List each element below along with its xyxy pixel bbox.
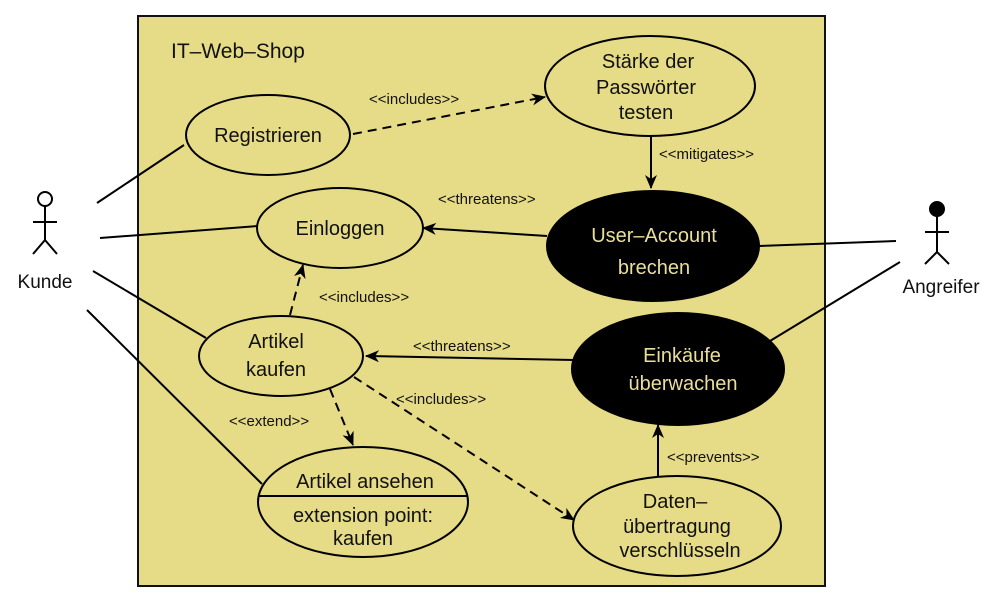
usecase-einkaeufe-line1: Einkäufe bbox=[643, 345, 721, 367]
usecase-daten-verschluesseln[interactable]: Daten– übertragung verschlüsseln bbox=[572, 475, 782, 577]
actor-angreifer-label: Angreifer bbox=[902, 277, 980, 298]
usecase-daten-line1: Daten– bbox=[643, 491, 708, 513]
usecase-artikelkaufen-line2: kaufen bbox=[246, 359, 306, 381]
label-includes-2: <<includes>> bbox=[319, 289, 409, 306]
label-prevents: <<prevents>> bbox=[667, 449, 760, 466]
assoc-kunde-artikelkaufen bbox=[92, 270, 207, 339]
associations bbox=[86, 144, 901, 485]
assoc-kunde-einloggen bbox=[99, 225, 259, 239]
actor-angreifer[interactable]: Angreifer bbox=[902, 201, 980, 298]
attacker-stick-figure-icon bbox=[924, 201, 950, 265]
label-includes-1: <<includes>> bbox=[369, 91, 459, 108]
usecase-useraccount-line2: brechen bbox=[618, 257, 690, 279]
usecase-artikelansehen-label: Artikel ansehen bbox=[296, 471, 434, 493]
usecase-daten-line3: verschlüsseln bbox=[619, 540, 740, 562]
assoc-angreifer-einkaeufe bbox=[769, 261, 901, 342]
actor-kunde[interactable]: Kunde bbox=[18, 191, 73, 293]
usecase-passwort-line1: Stärke der bbox=[602, 51, 695, 73]
relation-includes-registrieren-passwort bbox=[352, 93, 546, 135]
usecase-passwort-line2: Passwörter bbox=[596, 77, 696, 99]
usecase-registrieren[interactable]: Registrieren bbox=[185, 94, 351, 176]
assoc-kunde-registrieren bbox=[96, 144, 185, 204]
usecase-artikel-ansehen[interactable]: Artikel ansehen extension point: kaufen bbox=[257, 446, 469, 558]
usecase-artikelkaufen-line1: Artikel bbox=[248, 331, 304, 353]
usecase-passwort-line3: testen bbox=[619, 102, 673, 124]
usecase-einkaeufe-line2: überwachen bbox=[629, 373, 738, 395]
usecase-daten-line2: übertragung bbox=[623, 516, 731, 538]
stick-figure-icon bbox=[32, 191, 58, 255]
usecase-passwort-testen[interactable]: Stärke der Passwörter testen bbox=[544, 35, 756, 137]
usecase-einloggen[interactable]: Einloggen bbox=[256, 187, 424, 269]
assoc-angreifer-useraccount bbox=[758, 240, 897, 247]
label-threatens-2: <<threatens>> bbox=[413, 338, 511, 355]
label-threatens-1: <<threatens>> bbox=[438, 191, 536, 208]
system-title: IT–Web–Shop bbox=[171, 40, 305, 63]
usecase-einkaeufe-ueberwachen[interactable]: Einkäufe überwachen bbox=[571, 312, 785, 426]
relation-threatens-kaufen bbox=[365, 350, 575, 363]
label-extend: <<extend>> bbox=[229, 413, 309, 430]
relation-includes-kaufen-daten bbox=[353, 376, 575, 521]
actor-kunde-label: Kunde bbox=[18, 272, 73, 293]
extension-point-line1: extension point: bbox=[293, 505, 433, 527]
assoc-kunde-artikelansehen bbox=[86, 309, 263, 485]
relation-threatens-einloggen bbox=[422, 222, 548, 237]
usecase-einloggen-label: Einloggen bbox=[296, 218, 385, 240]
extension-point-line2: kaufen bbox=[333, 528, 393, 550]
relation-extend bbox=[329, 388, 354, 446]
label-mitigates: <<mitigates>> bbox=[659, 146, 754, 163]
usecase-registrieren-label: Registrieren bbox=[214, 125, 322, 147]
label-includes-3: <<includes>> bbox=[396, 391, 486, 408]
usecase-useraccount-line1: User–Account bbox=[591, 225, 717, 247]
relation-includes-kaufen-einloggen bbox=[289, 264, 306, 316]
usecase-artikel-kaufen[interactable]: Artikel kaufen bbox=[198, 315, 364, 397]
usecase-useraccount-brechen[interactable]: User–Account brechen bbox=[546, 190, 760, 302]
